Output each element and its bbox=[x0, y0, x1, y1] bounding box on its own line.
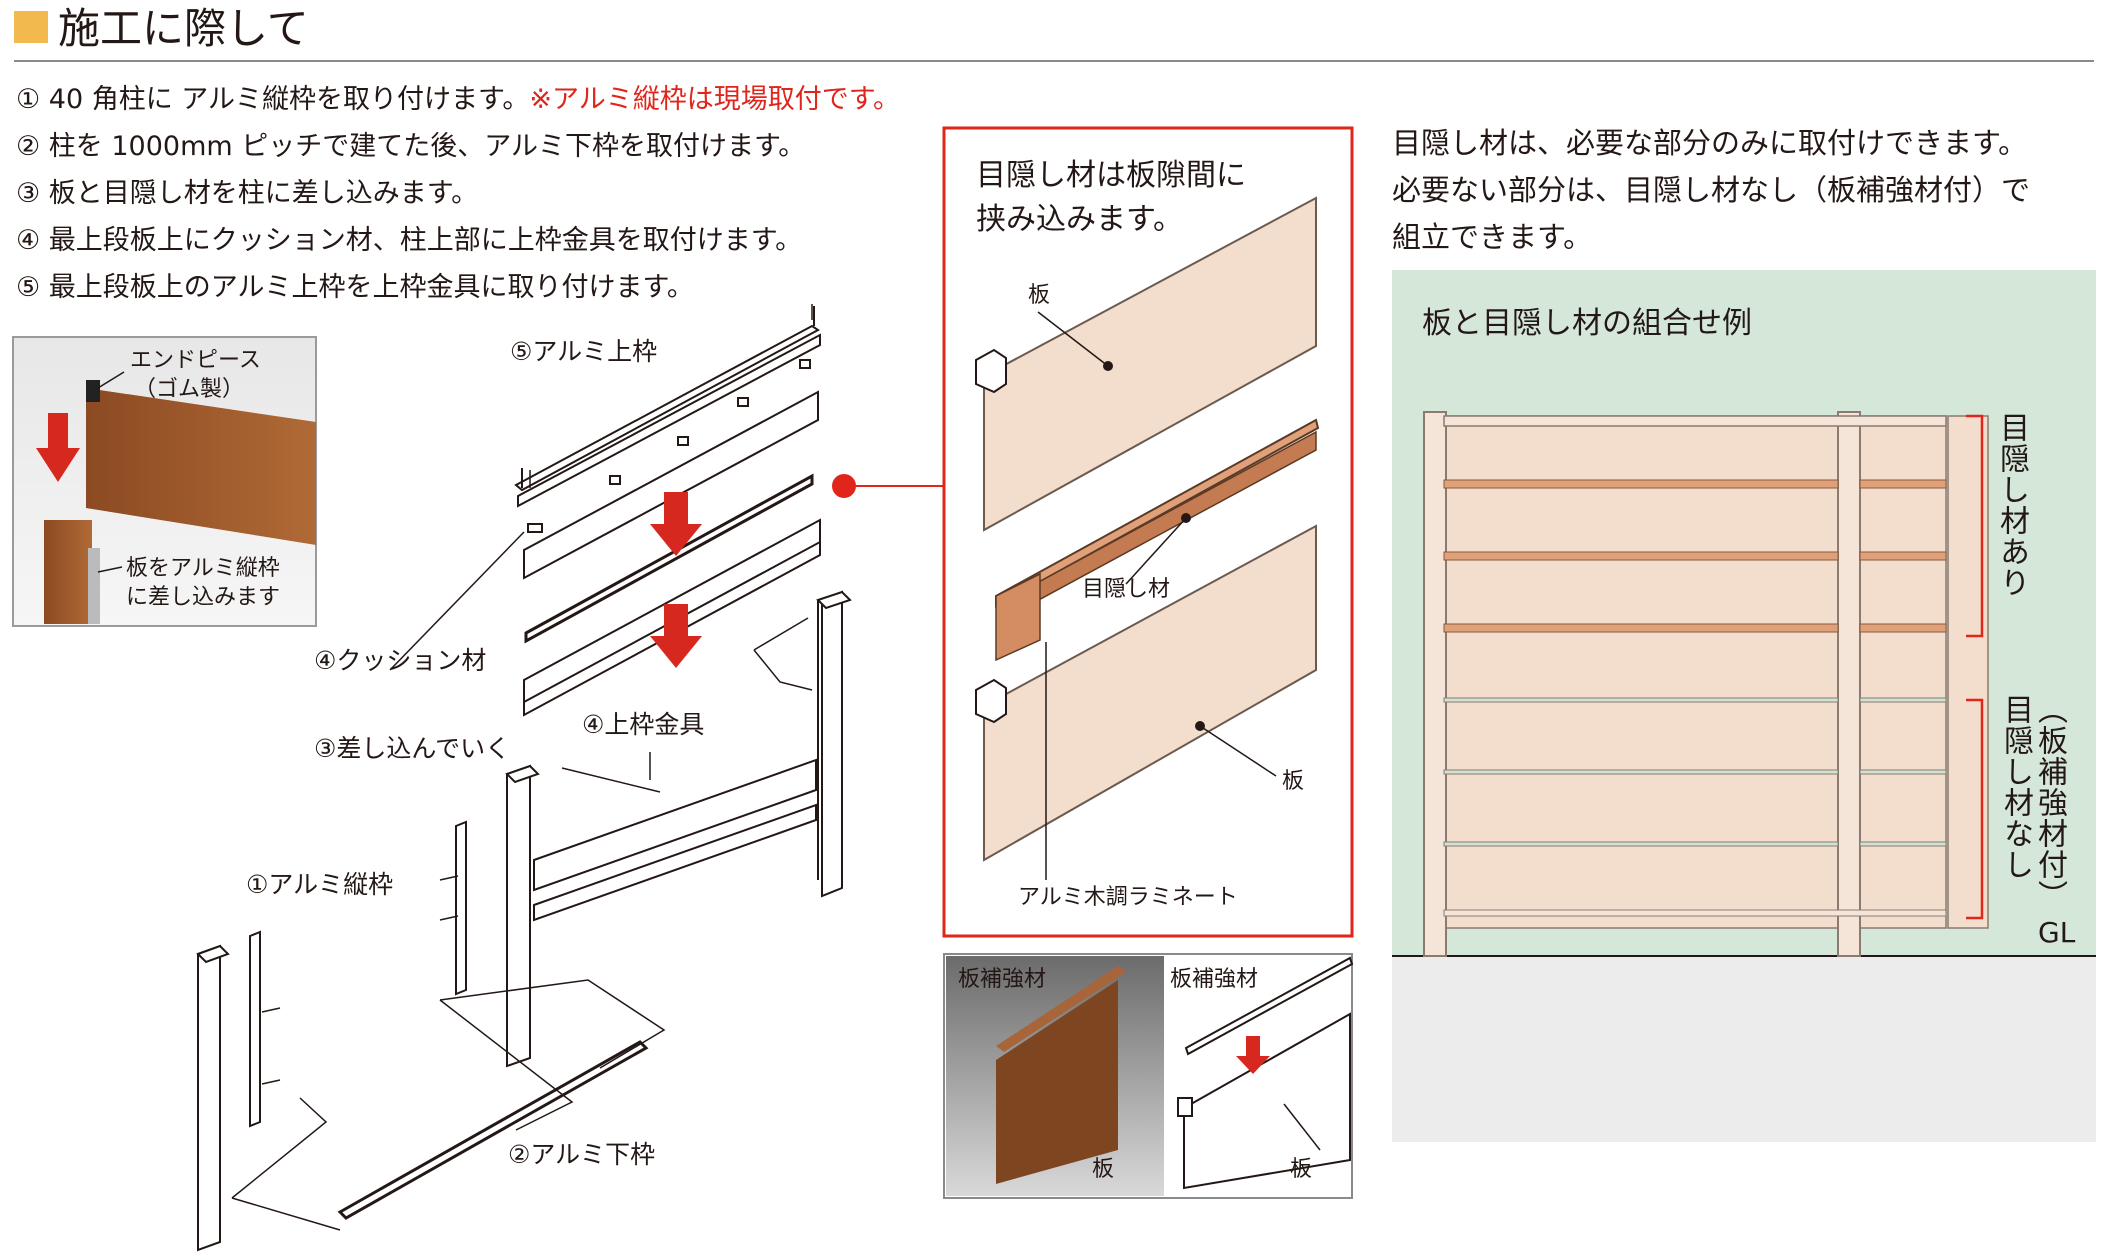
right-note-line-1: 目隠し材は、必要な部分のみに取付けできます。 bbox=[1392, 126, 2028, 160]
insert-label: ③差し込んでいく bbox=[314, 734, 511, 763]
endpiece-label-1: エンドピース bbox=[130, 348, 261, 373]
step-1-text: ① 40 角柱に アルミ縦枠を取り付けます。 bbox=[16, 84, 530, 115]
board-top-label: 板 bbox=[1028, 283, 1051, 308]
screen-member-label: 目隠し材 bbox=[1082, 577, 1171, 602]
detail-drawing bbox=[975, 196, 1320, 880]
ground-area bbox=[1392, 956, 2096, 1142]
photo-inset bbox=[12, 336, 317, 627]
right-note: 目隠し材は、必要な部分のみに取付けできます。 必要ない部分は、目隠し材なし（板補… bbox=[1392, 120, 2030, 261]
step-1: ① 40 角柱に アルミ縦枠を取り付けます。※アルミ縦枠は現場取付です。 bbox=[16, 76, 900, 123]
top-frame-label: ⑤アルミ上枠 bbox=[510, 337, 658, 366]
title-divider bbox=[14, 60, 2094, 62]
bracket-with-screen bbox=[1966, 414, 1984, 638]
step-list: ① 40 角柱に アルミ縦枠を取り付けます。※アルミ縦枠は現場取付です。 ② 柱… bbox=[16, 76, 900, 311]
fence-panel bbox=[1443, 415, 1947, 929]
fence-post-left bbox=[1423, 411, 1447, 957]
endpiece-label-2: （ゴム製） bbox=[134, 377, 245, 402]
insert-label-1: 板をアルミ縦枠 bbox=[126, 556, 280, 581]
down-arrow-1 bbox=[650, 492, 702, 556]
insert-label-2: に差し込みます bbox=[126, 585, 281, 610]
bracket-without-screen bbox=[1966, 698, 1984, 920]
reinforce-right-board: 板 bbox=[1290, 1157, 1313, 1182]
vertical-frame-label: ①アルミ縦枠 bbox=[246, 870, 394, 899]
with-screen-label: 目隠し材あり bbox=[1994, 412, 2029, 598]
top-frame-part bbox=[514, 324, 820, 492]
step-3: ③ 板と目隠し材を柱に差し込みます。 bbox=[16, 178, 479, 209]
detail-marker bbox=[832, 474, 856, 498]
laminate-label: アルミ木調ラミネート bbox=[1018, 885, 1238, 910]
reinforce-right-label: 板補強材 bbox=[1170, 967, 1259, 992]
wood-board-photo bbox=[86, 388, 316, 545]
step-2: ② 柱を 1000mm ピッチで建てた後、アルミ下枠を取付けます。 bbox=[16, 131, 806, 162]
cushion-label: ④クッション材 bbox=[314, 646, 487, 675]
end-piece bbox=[86, 380, 100, 402]
post-photo bbox=[44, 520, 92, 624]
reinforce-wood bbox=[996, 980, 1118, 1184]
right-note-line-3: 組立できます。 bbox=[1392, 220, 1593, 254]
reinforce-arrow bbox=[1236, 1036, 1270, 1074]
example-title: 板と目隠し材の組合せ例 bbox=[1422, 306, 1752, 341]
fence-post-right bbox=[1837, 411, 1861, 957]
without-screen-label: （板補強材付）目隠し材なし bbox=[1998, 694, 2067, 911]
step-5: ⑤ 最上段板上のアルミ上枠を上枠金具に取り付けます。 bbox=[16, 272, 694, 303]
down-arrow-photo bbox=[36, 413, 80, 482]
reinforce-drawing bbox=[1177, 956, 1354, 1190]
detail-heading-line-1: 目隠し材は板隙間に bbox=[976, 158, 1246, 193]
right-note-line-2: 必要ない部分は、目隠し材なし（板補強材付）で bbox=[1392, 173, 2031, 207]
board-lower bbox=[983, 524, 1317, 862]
title-marker bbox=[14, 11, 48, 43]
detail-heading-line-2: 挟み込みます。 bbox=[976, 202, 1183, 237]
top-bracket-label: ④上枠金具 bbox=[582, 710, 705, 739]
board-bottom-label: 板 bbox=[1282, 769, 1305, 794]
page-title: 施工に際して bbox=[58, 4, 309, 53]
reinforce-left-board: 板 bbox=[1092, 1157, 1115, 1182]
ground-line-label: GL bbox=[2038, 916, 2076, 949]
fence-example bbox=[1423, 411, 1989, 957]
step-1-note: ※アルミ縦枠は現場取付です。 bbox=[529, 84, 900, 115]
board-upper bbox=[983, 196, 1317, 532]
detail-heading: 目隠し材は板隙間に 挟み込みます。 bbox=[976, 154, 1246, 242]
bottom-frame-label: ②アルミ下枠 bbox=[508, 1140, 656, 1169]
step-4: ④ 最上段板上にクッション材、柱上部に上枠金具を取付けます。 bbox=[16, 225, 803, 256]
down-arrow-2 bbox=[650, 604, 702, 668]
reinforce-left-label: 板補強材 bbox=[958, 967, 1047, 992]
